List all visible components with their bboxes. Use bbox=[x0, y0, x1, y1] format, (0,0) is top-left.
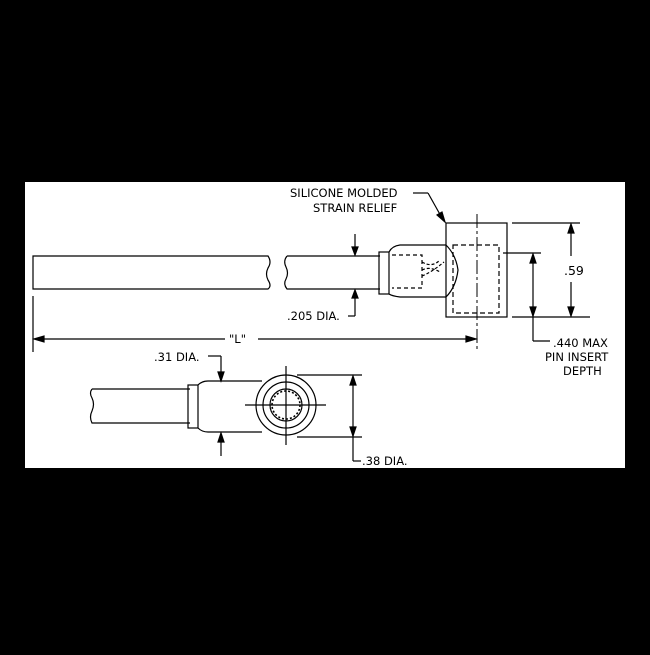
strain-relief-boot bbox=[388, 244, 459, 298]
boot-body-bottom bbox=[197, 380, 262, 433]
length-label: "L" bbox=[229, 332, 246, 346]
pin-insert-label-line1: .440 MAX bbox=[553, 336, 608, 350]
cable-right-segment bbox=[284, 255, 380, 290]
height-dimension bbox=[512, 222, 590, 318]
boot-collar bbox=[378, 251, 390, 295]
strain-relief-label-line1: SILICONE MOLDED bbox=[290, 186, 398, 200]
pin-insert-label-line2: PIN INSERT bbox=[545, 350, 609, 364]
end-view bbox=[89, 366, 326, 445]
pin-socket-hidden bbox=[452, 244, 500, 314]
cable-diameter-dimension bbox=[348, 234, 359, 317]
inner-conductor-hidden bbox=[392, 254, 423, 289]
pin-insert-dimension bbox=[503, 252, 550, 342]
boot-diameter-label: .31 DIA. bbox=[154, 350, 200, 364]
strain-relief-leader bbox=[413, 192, 447, 224]
conductor-twist-hidden bbox=[421, 259, 445, 277]
height-dimension-label: .59 bbox=[564, 263, 584, 278]
boot-collar-bottom bbox=[187, 384, 199, 429]
pin-insert-label-line3: DEPTH bbox=[563, 364, 602, 378]
strain-relief-label-line2: STRAIN RELIEF bbox=[313, 201, 397, 215]
cable-left-segment bbox=[32, 255, 271, 290]
cable-diameter-label: .205 DIA. bbox=[287, 309, 340, 323]
length-dimension bbox=[31, 296, 479, 352]
boot-diameter-dimension bbox=[208, 355, 225, 456]
cable-bottom-view bbox=[89, 388, 190, 424]
head-diameter-dimension bbox=[297, 374, 362, 462]
head-diameter-label: .38 DIA. bbox=[362, 454, 408, 468]
side-view bbox=[32, 214, 508, 350]
drawing-panel bbox=[25, 182, 625, 468]
